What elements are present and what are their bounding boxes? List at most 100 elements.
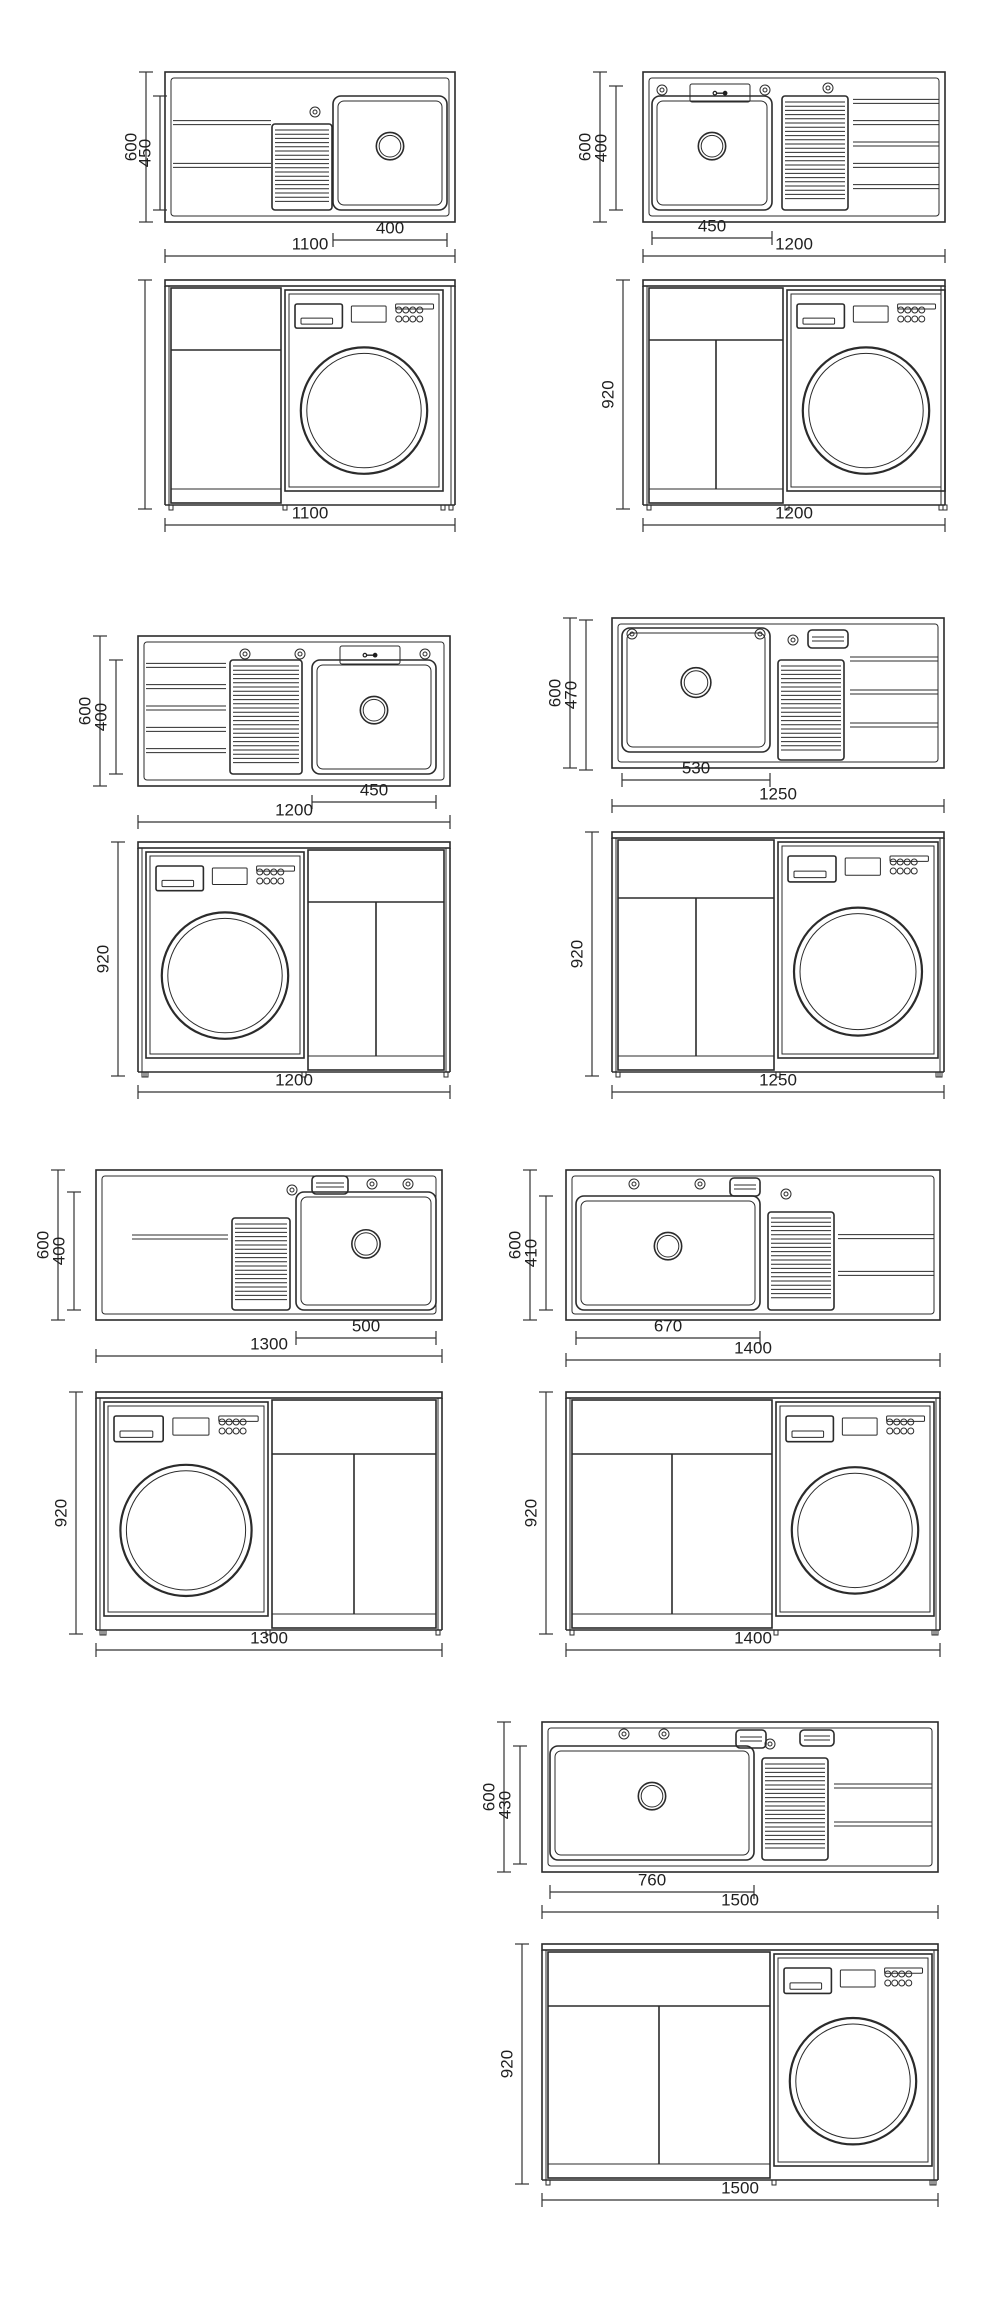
basin-depth-dimension: 450 [135, 95, 167, 211]
control-button-icon [270, 868, 278, 876]
side-shelves [838, 1234, 934, 1276]
overflow-plate-mark: ⊶ [712, 83, 729, 102]
depth-dimension: 600 [75, 635, 107, 787]
drain-icon [680, 666, 712, 699]
overall-width-dimension: 1300 [95, 1628, 443, 1657]
faucet-hole-icon [402, 1178, 414, 1190]
side-shelves [173, 120, 271, 168]
side-shelves [834, 1783, 932, 1827]
countertop-outline [565, 1169, 941, 1321]
basin-width-dimension: 500 [295, 1316, 437, 1345]
control-button-icon [907, 1418, 915, 1426]
washer-control-panel [787, 855, 929, 883]
detergent-drawer-icon [155, 865, 205, 892]
drain-icon [697, 131, 727, 161]
faucet-hole-icon [419, 648, 431, 660]
control-button-icon [395, 306, 403, 314]
detergent-drawer-icon [294, 303, 344, 329]
control-button-icon [239, 1427, 247, 1435]
soap-tray-icon [311, 1175, 349, 1195]
leveling-foot-icon [168, 504, 174, 511]
washer-door-icon [801, 346, 931, 475]
leveling-foot-icon [265, 1629, 271, 1636]
dimension-label: 600 [479, 1783, 498, 1811]
display-icon [172, 1417, 210, 1436]
leveling-foot-icon [440, 504, 446, 511]
overflow-plate-icon: ⊶ [689, 83, 751, 103]
control-button-icon [218, 1427, 226, 1435]
control-button-icon [416, 306, 424, 314]
overall-width-dimension: 1200 [642, 234, 946, 263]
countertop-edge [164, 279, 456, 287]
depth-dimension: 600 [33, 1169, 65, 1321]
control-button-icon [218, 1418, 226, 1426]
basin-depth-dimension: 430 [495, 1745, 527, 1865]
display-icon [350, 305, 387, 323]
control-button-icon [910, 858, 918, 866]
display-icon [852, 305, 889, 323]
side-shelves [853, 98, 939, 190]
dimension-label: 1100 [292, 503, 329, 522]
overall-width-dimension: 1500 [541, 1890, 939, 1919]
countertop-inner-edge [143, 641, 445, 781]
display-icon [841, 1417, 878, 1436]
drain-icon [375, 131, 405, 161]
overall-width-dimension: 1200 [137, 1070, 451, 1099]
basin-width-dimension: 530 [621, 758, 771, 787]
leveling-foot-icon [282, 504, 288, 511]
overall-width-dimension: 1500 [541, 2178, 939, 2207]
dimension-label: 600 [575, 133, 594, 161]
leveling-foot-icon [448, 504, 454, 511]
countertop-inner-edge [571, 1175, 935, 1315]
washer-door-icon [160, 911, 290, 1040]
control-button-icon [256, 877, 264, 885]
dimension-label: 1500 [721, 1890, 759, 1909]
countertop-outline [137, 635, 451, 787]
overflow-plate-mark: ⊶ [362, 645, 379, 664]
leveling-foot-icon [435, 1629, 441, 1636]
dimension-label: 450 [360, 780, 388, 799]
display-icon [844, 857, 881, 876]
control-button-icon [918, 315, 926, 323]
sink-basin [311, 659, 437, 775]
countertop-outline [164, 71, 456, 223]
overall-width-dimension: 1250 [611, 784, 945, 813]
storage-cabinet [170, 287, 282, 504]
washer-door-icon [792, 906, 924, 1037]
dimension-label: 1200 [275, 800, 313, 819]
overall-width-dimension: 1100 [164, 503, 456, 532]
control-button-icon [918, 306, 926, 314]
control-button-icon [897, 315, 905, 323]
countertop-inner-edge [648, 77, 940, 217]
countertop-edge [565, 1391, 941, 1399]
overall-width-dimension: 1400 [565, 1338, 941, 1367]
storage-cabinet [271, 1399, 437, 1629]
detergent-drawer-icon [783, 1967, 833, 1995]
dimension-label: 1400 [734, 1628, 772, 1647]
control-button-icon [889, 867, 897, 875]
countertop-edge [611, 831, 945, 839]
leveling-foot-icon [301, 1071, 307, 1078]
control-button-icon [402, 306, 410, 314]
leveling-foot-icon [143, 1071, 149, 1078]
overall-width-dimension: 1200 [642, 503, 946, 532]
faucet-hole-icon [658, 1728, 670, 1740]
control-button-icon [893, 1418, 901, 1426]
detergent-drawer-icon [787, 855, 837, 883]
dimension-label: 920 [521, 1499, 540, 1527]
dimension-label: 400 [91, 703, 110, 731]
dimension-label: 760 [638, 1870, 666, 1889]
countertop-inner-edge [547, 1727, 933, 1867]
control-button-icon [900, 1427, 908, 1435]
control-button-icon [225, 1427, 233, 1435]
faucet-hole-icon [759, 84, 771, 96]
washer-control-panel [155, 865, 296, 892]
control-button-icon [277, 868, 285, 876]
control-button-icon [897, 306, 905, 314]
